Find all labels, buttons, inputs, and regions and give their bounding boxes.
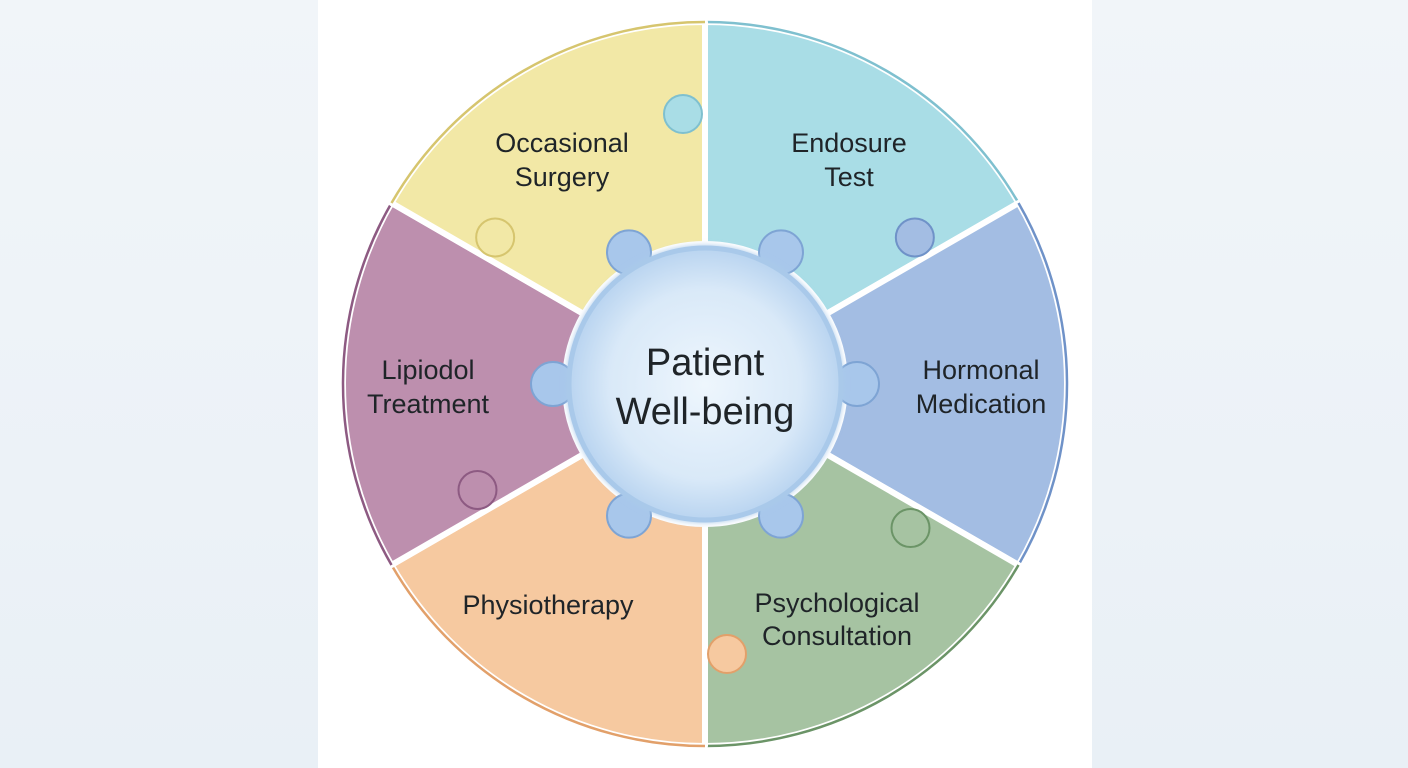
segment-3-label-line-1: Hormonal	[922, 355, 1039, 385]
connector-knob-4	[707, 634, 747, 674]
segment-2-rim	[1017, 202, 1069, 566]
connector-knob-3	[890, 508, 931, 549]
hub-title-line-2: Well-being	[616, 391, 795, 433]
hub-knobs	[530, 229, 880, 539]
hub-title-line-1: Patient	[646, 342, 765, 384]
segment-3-label-line-2: Medication	[916, 389, 1047, 419]
connector-knob-6	[475, 217, 516, 258]
segment-6-label-line-1: Lipiodol	[381, 355, 474, 385]
connector-knob-1	[663, 94, 703, 134]
segment-4-label-line-1: Psychological	[754, 588, 919, 618]
left-margin-panel	[0, 0, 318, 768]
segment-labels: Occasional Surgery Endosure Test Hormona…	[367, 128, 1046, 651]
segment-2-label-line-2: Test	[824, 162, 874, 192]
segment-3-rim	[704, 564, 1020, 748]
segment-4-label-line-2: Consultation	[762, 621, 912, 651]
puzzle-wheel: Patient Well-being Occasional Surgery En…	[340, 19, 1070, 749]
segment-2-label-line-1: Endosure	[791, 128, 907, 158]
segment-1-label-line-2: Surgery	[515, 162, 610, 192]
segment-connector-knobs	[457, 94, 935, 674]
segment-6-rim	[390, 20, 706, 204]
segment-1-rim	[704, 20, 1020, 204]
connector-knob-5	[457, 469, 498, 510]
right-margin-panel	[1092, 0, 1408, 768]
segment-5-rim	[341, 202, 393, 566]
segment-6-label-line-2: Treatment	[367, 389, 490, 419]
segment-1-label-line-1: Occasional	[495, 128, 629, 158]
connector-knob-2	[894, 217, 935, 258]
diagram-canvas: Patient Well-being Occasional Surgery En…	[318, 0, 1092, 768]
center-hub	[566, 245, 844, 523]
segment-5-label-line-1: Physiotherapy	[462, 590, 634, 620]
center-hub-group: Patient Well-being	[530, 229, 880, 539]
segment-4-rim	[390, 564, 706, 748]
